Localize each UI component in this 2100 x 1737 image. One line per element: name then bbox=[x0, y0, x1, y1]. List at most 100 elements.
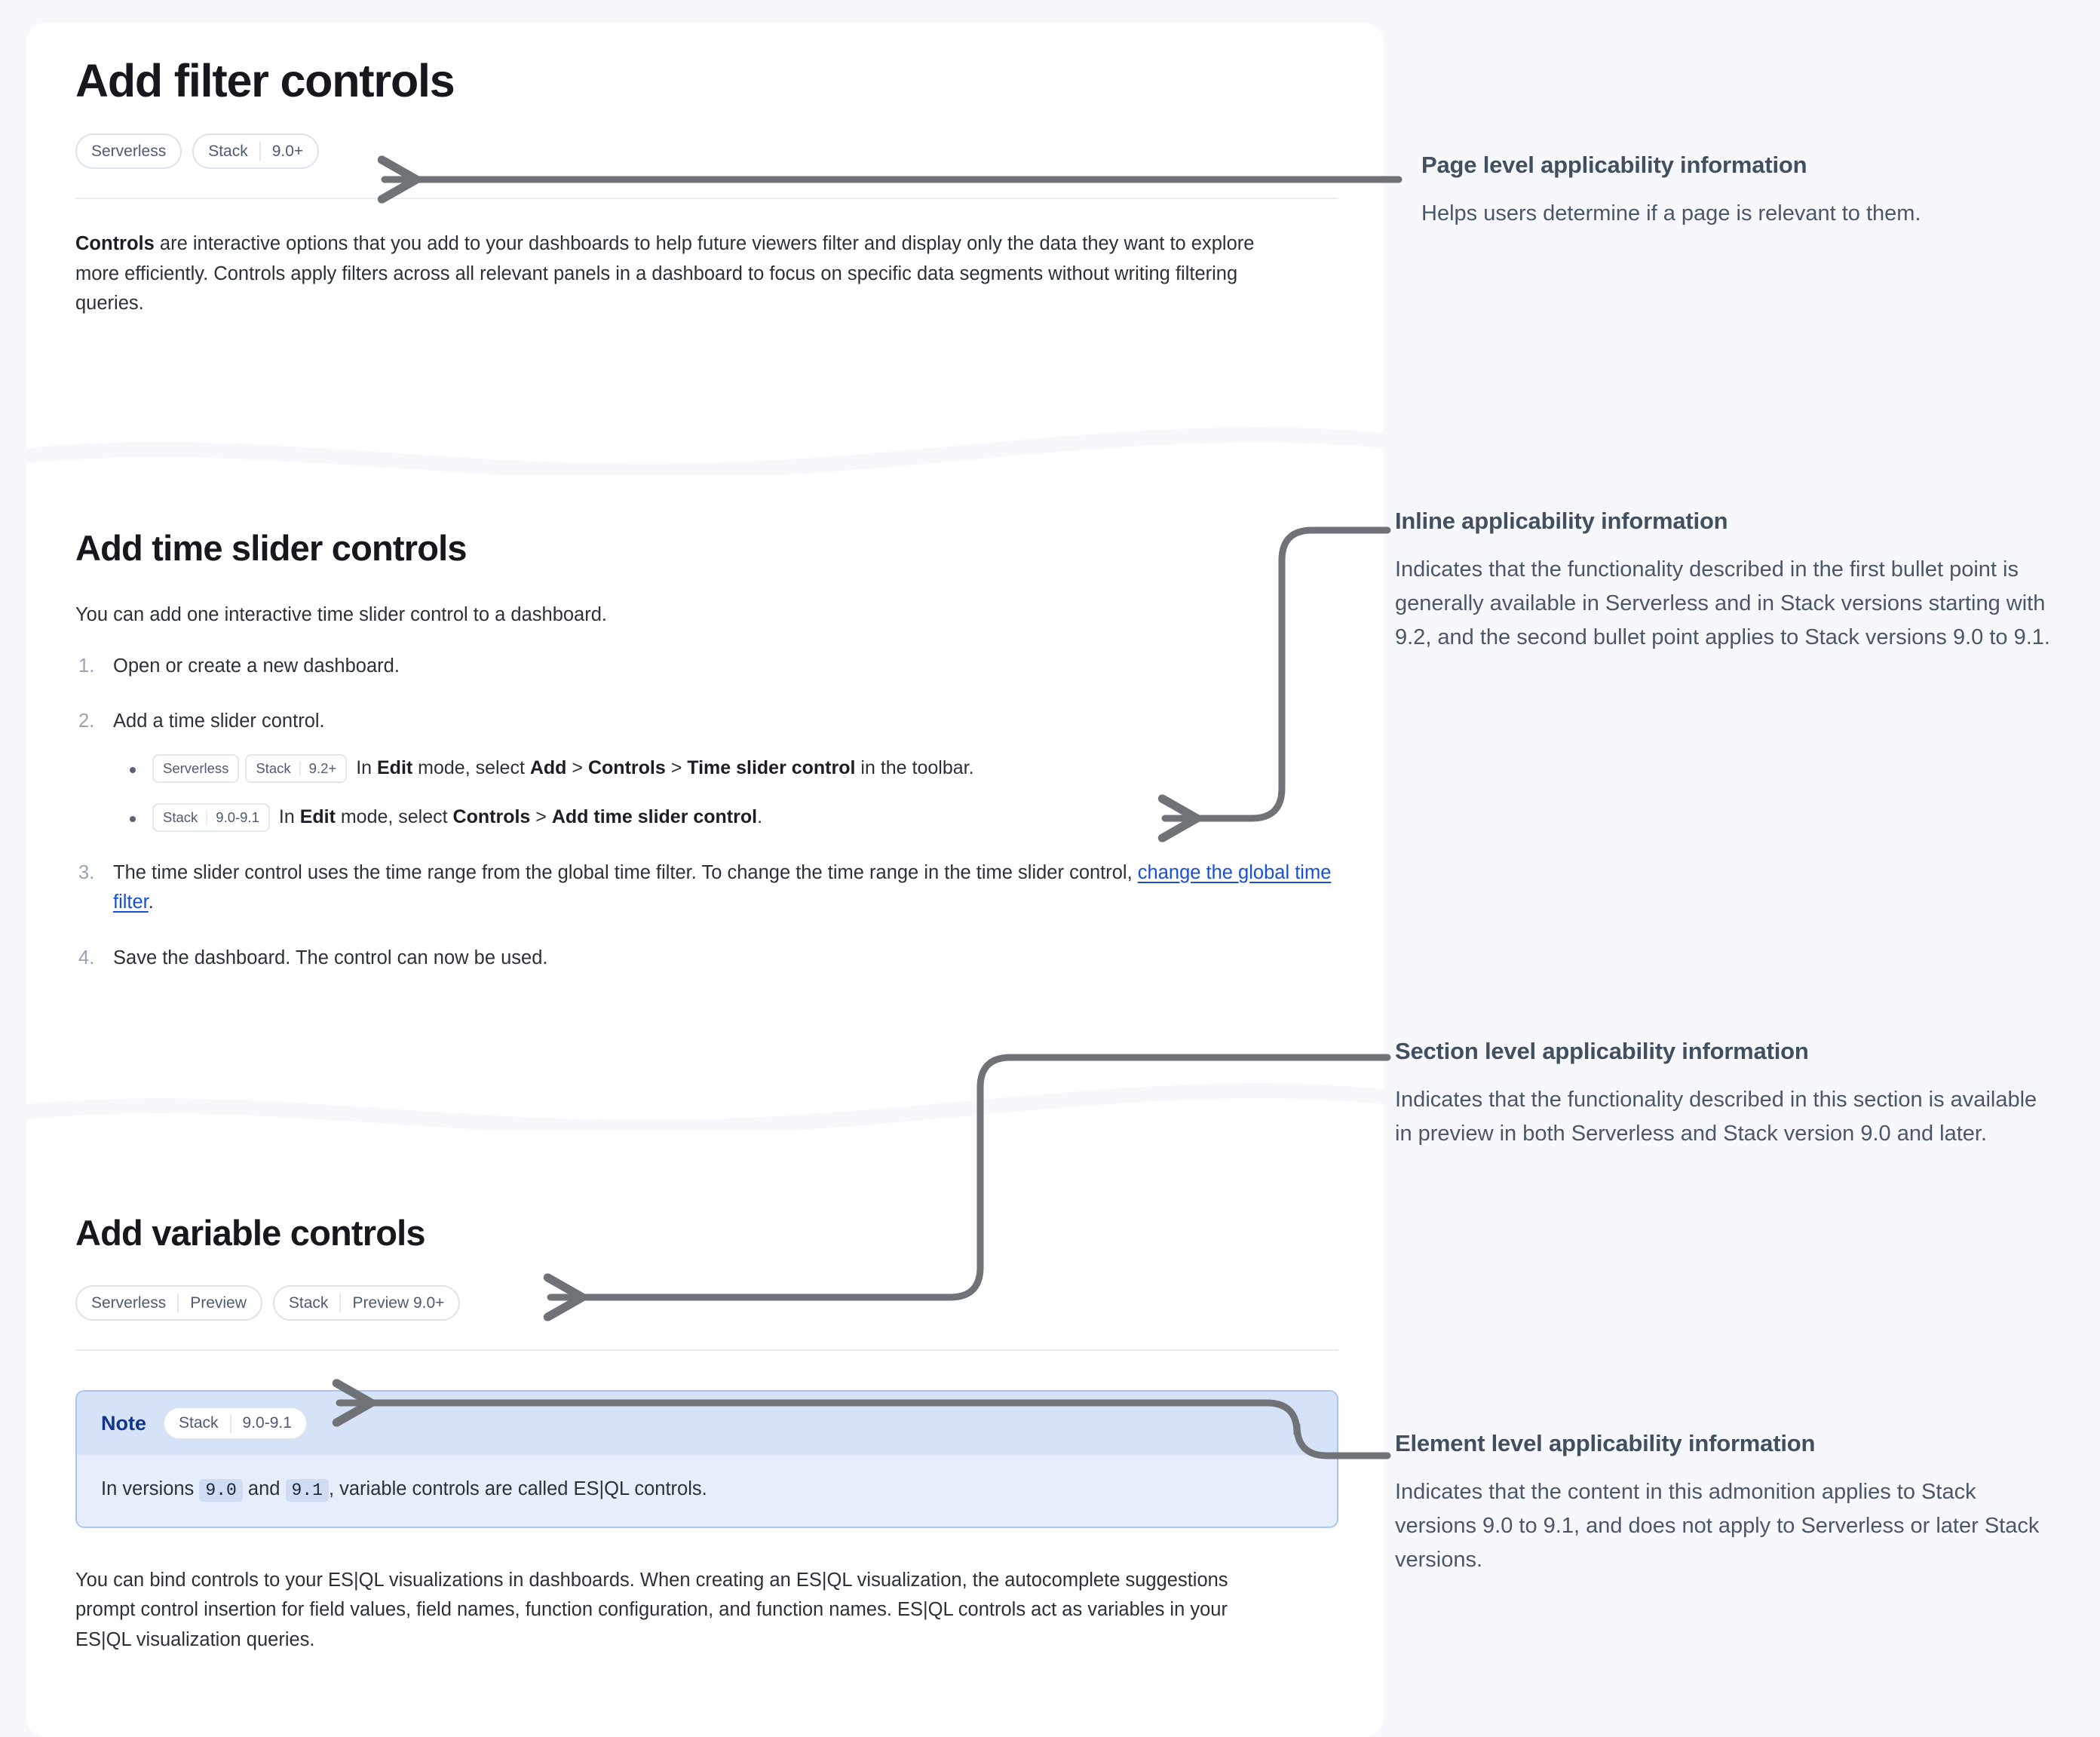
bullet-bold-add-time-slider-control: Add time slider control bbox=[551, 806, 758, 828]
annotation-body: Helps users determine if a page is relev… bbox=[1421, 201, 1921, 226]
inline-applicability-badges: Serverless Stack 9.2+ bbox=[152, 753, 348, 783]
applicability-pill-stack-preview[interactable]: Stack Preview 9.0+ bbox=[272, 1285, 461, 1321]
note-label: Note bbox=[101, 1411, 146, 1435]
pill-version-label: Preview 9.0+ bbox=[352, 1294, 445, 1312]
badge-product-label: Serverless bbox=[163, 760, 229, 776]
bullet-mid-1: mode, select bbox=[412, 756, 530, 778]
variable-controls-paragraph: You can bind controls to your ES|QL visu… bbox=[75, 1569, 1228, 1650]
inline-badge-serverless[interactable]: Serverless bbox=[152, 753, 240, 783]
inline-badge-stack[interactable]: Stack 9.2+ bbox=[245, 753, 348, 783]
bullet-suffix: . bbox=[757, 806, 763, 828]
pill-divider bbox=[177, 1294, 179, 1313]
panel-variable-controls-section: Add variable controls Serverless Preview… bbox=[26, 1130, 1384, 1737]
badge-divider bbox=[299, 760, 301, 776]
note-body: In versions 9.0 and 9.1, variable contro… bbox=[77, 1455, 1337, 1527]
note-text-b: and bbox=[242, 1478, 286, 1500]
inline-badge-stack[interactable]: Stack 9.0-9.1 bbox=[152, 803, 270, 833]
bullet-bold-time-slider-control: Time slider control bbox=[687, 756, 856, 778]
pill-version-label: 9.0-9.1 bbox=[242, 1414, 292, 1432]
list-item: Open or create a new dashboard. bbox=[78, 652, 1338, 682]
time-slider-sub-bullets: Serverless Stack 9.2+ In Edit mode, sele… bbox=[113, 753, 1338, 833]
bullet-mid-2: > bbox=[566, 756, 588, 778]
bullet-bold-add: Add bbox=[529, 756, 567, 778]
bullet-text: In Edit mode, select Add > Controls > Ti… bbox=[356, 757, 973, 778]
page-title: Add filter controls bbox=[75, 55, 455, 106]
page-applicability-badges: Serverless Stack 9.0+ bbox=[75, 133, 1338, 170]
note-text: In versions 9.0 and 9.1, variable contro… bbox=[101, 1478, 707, 1502]
note-text-c: , variable controls are called ES|QL con… bbox=[328, 1478, 707, 1500]
note-code-9-1: 9.1 bbox=[285, 1479, 329, 1502]
pill-product-label: Stack bbox=[179, 1414, 219, 1432]
note-admonition: Note Stack 9.0-9.1 In versions 9.0 and 9… bbox=[75, 1390, 1338, 1528]
intro-lead: Controls bbox=[75, 233, 155, 255]
pill-product-label: Serverless bbox=[91, 142, 167, 160]
bullet-bold-edit: Edit bbox=[377, 756, 413, 778]
panel-page-intro: Add filter controls Serverless Stack 9.0… bbox=[26, 23, 1384, 422]
annotation-inline-level: Inline applicability information Indicat… bbox=[1395, 507, 2051, 655]
pill-divider bbox=[229, 1413, 231, 1433]
annotation-title: Inline applicability information bbox=[1395, 508, 1728, 534]
applicability-pill-stack[interactable]: Stack 9.0+ bbox=[192, 133, 320, 170]
badge-version-label: 9.0-9.1 bbox=[216, 809, 259, 826]
bullet-mid-1: mode, select bbox=[335, 806, 453, 828]
badge-version-label: 9.2+ bbox=[308, 760, 337, 776]
bullet-mid-3: > bbox=[665, 756, 688, 778]
time-slider-intro: You can add one interactive time slider … bbox=[75, 604, 607, 626]
badge-product-label: Stack bbox=[256, 760, 291, 776]
bullet-prefix: In bbox=[356, 756, 377, 778]
inline-applicability-badges: Stack 9.0-9.1 bbox=[152, 803, 270, 833]
bullet-bold-controls: Controls bbox=[587, 756, 666, 778]
note-applicability-pill-stack[interactable]: Stack 9.0-9.1 bbox=[163, 1407, 308, 1441]
list-item: Stack 9.0-9.1 In Edit mode, select Contr… bbox=[130, 803, 1338, 833]
annotation-page-level: Page level applicability information Hel… bbox=[1421, 151, 2047, 231]
step-text: Add a time slider control. bbox=[113, 710, 325, 732]
pill-divider bbox=[339, 1294, 342, 1313]
applicability-pill-serverless[interactable]: Serverless bbox=[75, 133, 182, 170]
section-applicability-badges: Serverless Preview Stack Preview 9.0+ bbox=[75, 1285, 1338, 1321]
panel-time-slider-section: Add time slider controls You can add one… bbox=[26, 475, 1384, 1079]
pill-product-label: Stack bbox=[288, 1294, 329, 1312]
bullet-mid-2: > bbox=[530, 806, 552, 828]
note-header: Note Stack 9.0-9.1 bbox=[77, 1392, 1337, 1456]
pill-product-label: Stack bbox=[208, 142, 248, 160]
note-code-9-0: 9.0 bbox=[199, 1479, 243, 1502]
annotation-body: Indicates that the content in this admon… bbox=[1395, 1480, 2040, 1573]
time-slider-steps: Open or create a new dashboard. Add a ti… bbox=[75, 652, 1338, 974]
list-item: Serverless Stack 9.2+ In Edit mode, sele… bbox=[130, 753, 1338, 784]
annotation-section-level: Section level applicability information … bbox=[1395, 1037, 2059, 1151]
bullet-prefix: In bbox=[278, 806, 300, 828]
intro-rest: are interactive options that you add to … bbox=[75, 233, 1255, 315]
badge-divider bbox=[206, 810, 208, 826]
list-item: Add a time slider control. Serverless St… bbox=[78, 707, 1338, 833]
intro-paragraph: Controls are interactive options that yo… bbox=[75, 229, 1297, 319]
step-text-b: . bbox=[148, 892, 154, 913]
annotation-title: Page level applicability information bbox=[1421, 152, 1807, 178]
annotation-title: Element level applicability information bbox=[1395, 1430, 1816, 1456]
step-text: The time slider control uses the time ra… bbox=[113, 862, 1331, 913]
section-title-time-slider: Add time slider controls bbox=[75, 528, 468, 568]
badge-product-label: Stack bbox=[163, 809, 198, 826]
annotation-element-level: Element level applicability information … bbox=[1395, 1429, 2059, 1577]
document-column: Add filter controls Serverless Stack 9.0… bbox=[26, 23, 1384, 1737]
applicability-pill-serverless-preview[interactable]: Serverless Preview bbox=[75, 1285, 262, 1321]
section-divider bbox=[75, 1349, 1338, 1352]
bullet-bold-controls: Controls bbox=[452, 806, 531, 828]
global-time-filter-link[interactable]: change the global time filter bbox=[113, 861, 1332, 913]
step-text: Open or create a new dashboard. bbox=[113, 655, 400, 677]
pill-divider bbox=[259, 142, 261, 161]
list-item: Save the dashboard. The control can now … bbox=[78, 944, 1338, 974]
annotation-body: Indicates that the functionality describ… bbox=[1395, 557, 2050, 650]
title-divider bbox=[75, 198, 1338, 200]
bullet-suffix: in the toolbar. bbox=[855, 756, 974, 778]
pill-product-label: Serverless bbox=[91, 1294, 167, 1312]
note-text-a: In versions bbox=[101, 1478, 200, 1500]
list-item: The time slider control uses the time ra… bbox=[78, 858, 1338, 918]
step-text: Save the dashboard. The control can now … bbox=[113, 947, 548, 968]
annotation-body: Indicates that the functionality describ… bbox=[1395, 1088, 2037, 1146]
step-text-a: The time slider control uses the time ra… bbox=[113, 861, 1138, 883]
pill-version-label: 9.0+ bbox=[271, 142, 304, 160]
pill-version-label: Preview bbox=[190, 1294, 247, 1312]
bullet-text: In Edit mode, select Controls > Add time… bbox=[279, 806, 762, 827]
section-title-variable-controls: Add variable controls bbox=[75, 1213, 426, 1253]
